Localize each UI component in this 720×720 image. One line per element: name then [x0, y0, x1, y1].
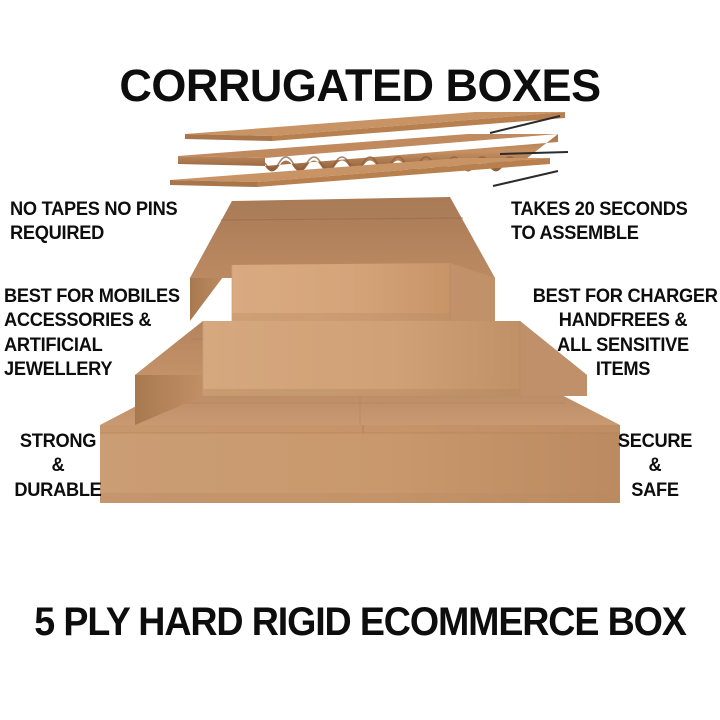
callout-no-tapes-no-pins: NO TAPES NO PINS REQUIRED — [10, 198, 178, 247]
callout-line: NO TAPES NO PINS — [10, 199, 178, 220]
callout-line: & — [51, 455, 65, 477]
bottom-liner-layer — [170, 158, 550, 187]
callout-best-for-mobiles: BEST FOR MOBILES ACCESSORIES & ARTIFICIA… — [4, 285, 180, 382]
callout-secure-safe: SECURE & SAFE — [610, 430, 700, 503]
callout-line: TO ASSEMBLE — [511, 223, 639, 245]
footer-product-title: 5 PLY HARD RIGID ECOMMERCE BOX — [34, 600, 687, 644]
pointer-line-middle — [499, 151, 569, 155]
pointer-lines — [489, 115, 569, 187]
callout-best-for-chargers: BEST FOR CHARGER HANDFREES & ALL SENSITI… — [532, 285, 718, 382]
top-small-box — [190, 197, 495, 321]
callout-line: HANDFREES & — [558, 310, 688, 332]
page-title: CORRUGATED BOXES — [119, 60, 601, 111]
middle-box — [135, 321, 587, 425]
callout-line: & — [648, 455, 662, 477]
callout-line: ALL SENSITIVE — [557, 334, 689, 356]
callout-assembly-time: TAKES 20 SECONDS TO ASSEMBLE — [511, 198, 688, 247]
top-liner-layer — [185, 112, 565, 141]
callout-line: SAFE — [631, 479, 679, 501]
corrugated-board-diagram — [160, 108, 570, 196]
callout-line: ARTIFICIAL — [4, 334, 103, 356]
pointer-line-top — [489, 115, 561, 134]
bottom-large-box — [100, 389, 620, 503]
callout-strong-durable: STRONG & DURABLE — [10, 430, 106, 503]
callout-line: DURABLE — [14, 479, 102, 501]
callout-line: BEST FOR MOBILES — [4, 286, 180, 307]
callout-line: SECURE — [617, 431, 693, 452]
box-stack — [95, 193, 625, 588]
pointer-line-bottom — [492, 170, 559, 187]
callout-line: TAKES 20 SECONDS — [511, 199, 688, 220]
callout-line: REQUIRED — [10, 223, 104, 245]
callout-line: STRONG — [19, 431, 97, 452]
callout-line: ACCESSORIES & — [4, 310, 152, 332]
callout-line: ITEMS — [595, 358, 651, 380]
callout-line: BEST FOR CHARGER — [532, 286, 718, 307]
callout-line: JEWELLERY — [4, 358, 113, 380]
